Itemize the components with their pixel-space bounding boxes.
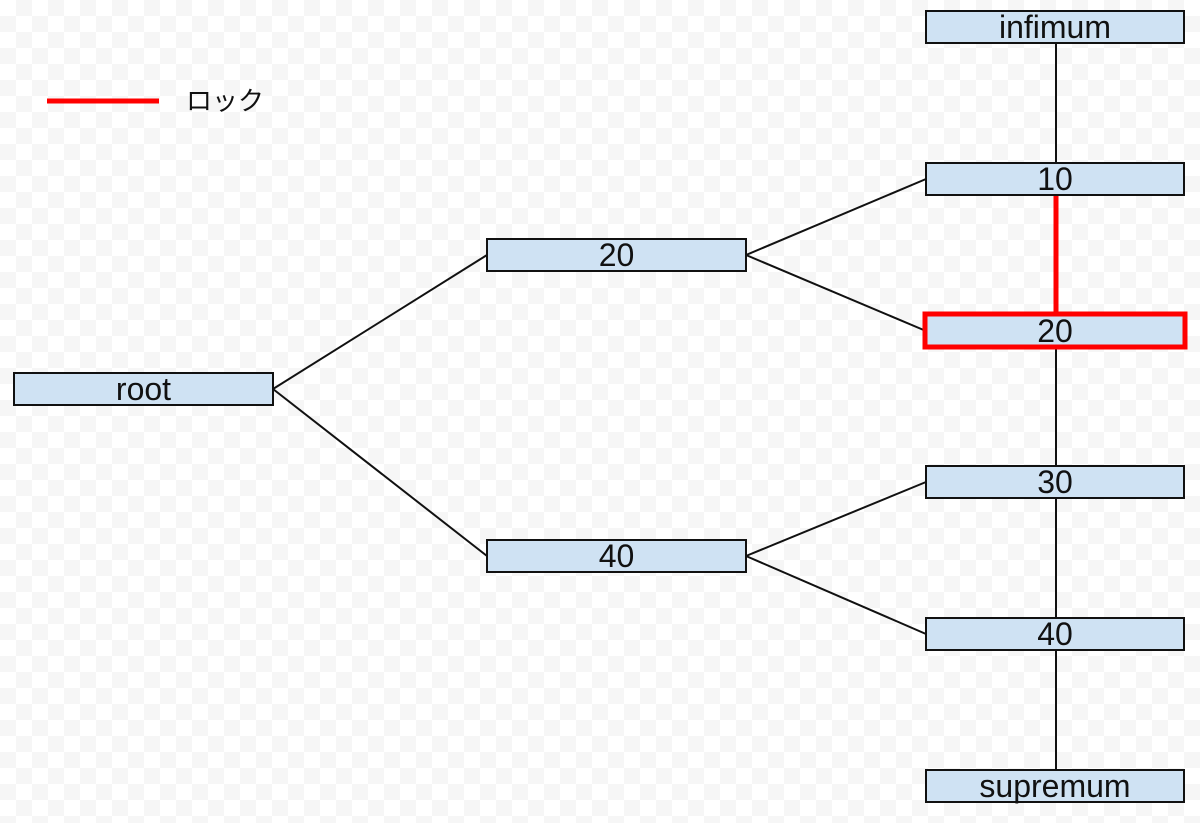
node-leaf-20-locked: 20 bbox=[922, 311, 1188, 350]
node-leaf-30: 30 bbox=[925, 464, 1185, 500]
edge-root-20 bbox=[272, 254, 488, 390]
node-supremum: supremum bbox=[925, 768, 1185, 804]
node-leaf-10: 10 bbox=[925, 161, 1185, 197]
node-leaf-40-label: 40 bbox=[1037, 616, 1073, 652]
node-leaf-30-label: 30 bbox=[1037, 464, 1073, 500]
node-infimum: infimum bbox=[925, 9, 1185, 45]
edge-40-leaf40 bbox=[745, 555, 927, 635]
node-leaf-10-label: 10 bbox=[1037, 161, 1073, 197]
edge-20-leaf20 bbox=[745, 254, 927, 332]
node-root: root bbox=[13, 371, 274, 407]
legend-lock-label: ロック bbox=[186, 87, 264, 117]
node-leaf-40: 40 bbox=[925, 616, 1185, 652]
node-root-label: root bbox=[116, 371, 171, 407]
node-internal-40: 40 bbox=[486, 538, 747, 574]
node-internal-20: 20 bbox=[486, 237, 747, 273]
node-supremum-label: supremum bbox=[979, 768, 1130, 804]
edge-20-leaf10 bbox=[745, 178, 927, 256]
node-internal-40-label: 40 bbox=[599, 538, 635, 574]
edge-root-40 bbox=[272, 388, 488, 557]
node-leaf-20-label: 20 bbox=[1037, 313, 1073, 349]
node-infimum-label: infimum bbox=[999, 9, 1111, 45]
node-internal-20-label: 20 bbox=[599, 237, 635, 273]
edge-40-leaf30 bbox=[745, 481, 927, 557]
